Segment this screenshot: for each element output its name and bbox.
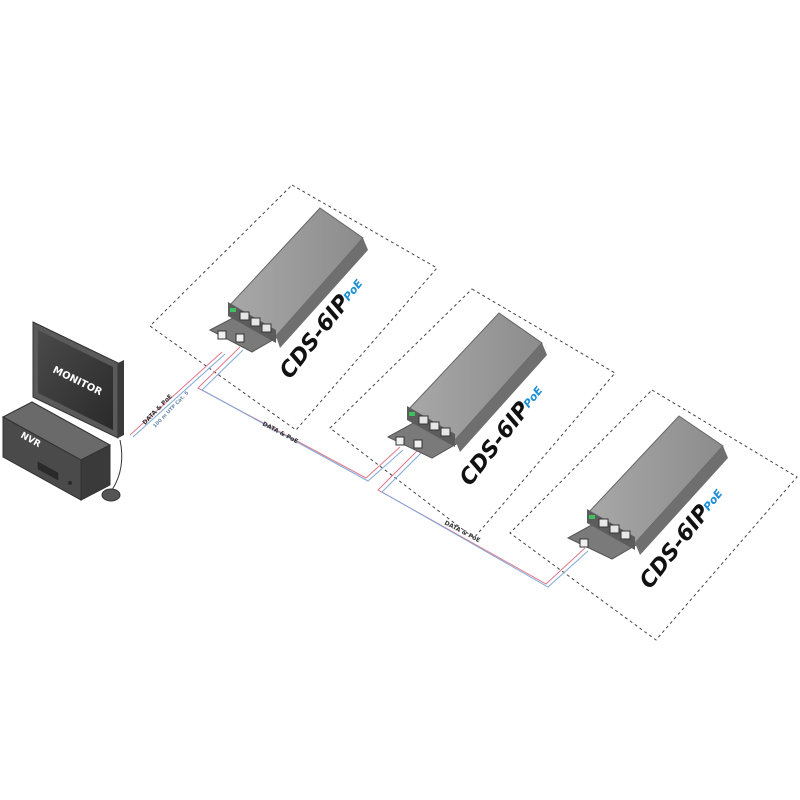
lan-port [261, 323, 272, 333]
lan-port [239, 311, 250, 321]
lan-port [429, 421, 440, 431]
device-1: CDS-6IP PoE [208, 207, 368, 384]
lan-port [418, 415, 429, 425]
lan-port [598, 518, 609, 528]
lan-port [609, 524, 620, 534]
device-2-suffix: PoE [521, 384, 546, 411]
link-label-device-1-to-device-2: DATA & PoE [261, 421, 299, 446]
cable-device-1-to-device-2 [197, 346, 404, 482]
cable-device-2-to-device-3 [377, 447, 589, 588]
nvr: NVR [1, 401, 112, 501]
lan-port [620, 530, 631, 540]
status-led [230, 308, 236, 312]
lan-port [250, 317, 261, 327]
status-led [409, 412, 415, 416]
uplink-port [235, 333, 245, 343]
status-led [589, 515, 595, 519]
monitor: MONITOR [32, 321, 124, 439]
device-enclosure-2 [329, 288, 616, 539]
uplink-port [395, 436, 405, 446]
link-label-device-2-to-device-3: DATA & PoE [443, 520, 481, 545]
lan-port [440, 427, 451, 437]
device-3-suffix: PoE [701, 487, 726, 514]
device-1-suffix: PoE [341, 277, 366, 304]
uplink-port [217, 330, 227, 340]
uplink-port [413, 439, 423, 449]
device-enclosure-3 [509, 389, 798, 641]
mouse [101, 488, 121, 502]
nvr-cable [111, 439, 123, 491]
device-3: CDS-6IP PoE [566, 415, 728, 594]
uplink-port [579, 538, 589, 548]
device-2: CDS-6IP PoE [386, 312, 547, 491]
cable-nvr-to-device-1 [129, 351, 226, 438]
